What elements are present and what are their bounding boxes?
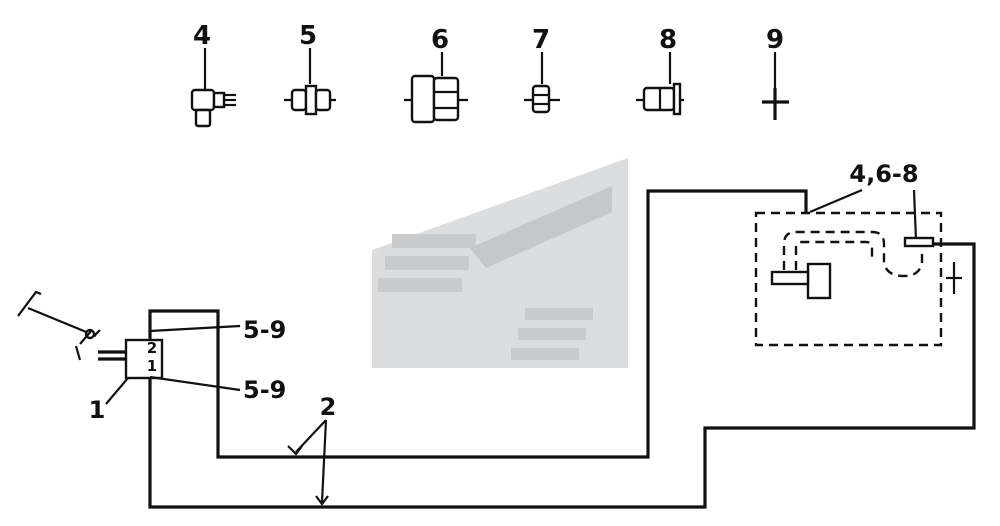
callout-valve: 1	[89, 396, 106, 424]
pipe-line-lower	[148, 242, 976, 509]
valve-port-1-label: 1	[147, 357, 157, 375]
callout-port-upper: 5-9	[243, 316, 286, 344]
callout-leader	[809, 188, 863, 214]
hex-coupling-icon	[404, 74, 468, 124]
sleeve-fitting-icon	[636, 82, 684, 116]
callout-leader	[105, 377, 129, 405]
part-label-8: 8	[659, 25, 677, 55]
callout-leader	[149, 324, 241, 333]
brake-valve-icon	[98, 338, 164, 380]
callout-arrow	[315, 495, 329, 506]
elbow-fitting-icon	[190, 88, 236, 128]
valve-port-2-label: 2	[147, 339, 157, 357]
tank-assembly	[754, 211, 962, 347]
callout-arrow	[287, 445, 303, 456]
callout-port-lower: 5-9	[243, 376, 286, 404]
pipe-cross-icon	[762, 88, 789, 120]
part-label-4: 4	[193, 21, 211, 51]
callout-pipes: 2	[320, 393, 337, 421]
part-label-9: 9	[766, 25, 784, 55]
pipe-line-upper	[148, 189, 808, 459]
callout-tank-group: 4,6-8	[849, 160, 918, 188]
part-label-7: 7	[532, 25, 550, 55]
part-label-6: 6	[431, 25, 449, 55]
part-label-5: 5	[299, 21, 317, 51]
union-nut-fitting-icon	[284, 84, 336, 116]
callout-leader	[320, 419, 328, 503]
pedal-lever-icon	[17, 290, 101, 361]
small-nut-icon	[524, 84, 560, 114]
brand-watermark-icon	[372, 158, 628, 368]
callout-leader	[149, 375, 241, 392]
callout-leader	[912, 189, 918, 241]
